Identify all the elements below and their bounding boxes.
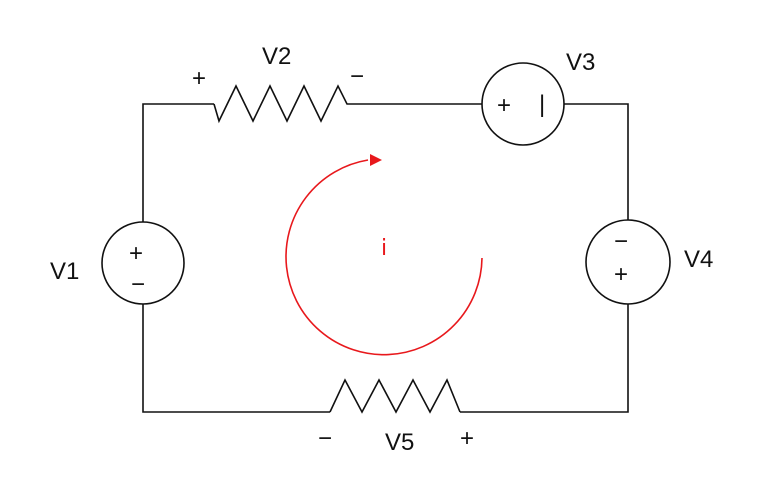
resistor-v2-plus-sign: + [192, 65, 206, 92]
voltage-source-v4-label: V4 [684, 246, 713, 273]
wire-right-bottom [460, 304, 629, 413]
wire-left-bottom [142, 304, 330, 413]
resistor-v2: V2 + − [192, 43, 364, 124]
voltage-source-v1-minus-sign: − [131, 271, 145, 298]
voltage-source-v3-right-sign: | [539, 91, 545, 118]
voltage-source-v1-plus-sign: + [129, 240, 143, 267]
loop-current-arc [285, 159, 483, 356]
voltage-source-v4: − + V4 [585, 219, 713, 305]
wire-left-top [142, 103, 214, 222]
voltage-source-v4-circle [585, 219, 671, 305]
resistor-v5-plus-sign: + [460, 425, 474, 452]
voltage-source-v3: + | V3 [481, 49, 595, 146]
resistor-v5: V5 − + [318, 378, 474, 456]
resistor-v5-zigzag [329, 378, 461, 414]
loop-current-arrowhead-icon [370, 154, 382, 166]
resistor-v5-minus-sign: − [318, 425, 332, 452]
resistor-v2-label: V2 [262, 43, 291, 70]
resistor-v2-minus-sign: − [350, 63, 364, 90]
resistor-v2-zigzag [213, 84, 352, 124]
loop-current-label: i [381, 236, 387, 261]
voltage-source-v1-label: V1 [50, 258, 79, 285]
voltage-source-v3-circle [481, 62, 565, 146]
voltage-source-v4-plus-sign: + [614, 261, 628, 288]
voltage-source-v4-minus-sign: − [614, 228, 628, 255]
circuit-wires [142, 103, 629, 413]
loop-current: i [285, 154, 483, 356]
resistor-v5-label: V5 [385, 429, 414, 456]
voltage-source-v1-circle [101, 221, 185, 305]
voltage-source-v3-plus-sign: + [497, 92, 511, 119]
voltage-source-v3-label: V3 [566, 49, 595, 76]
wire-right-top [564, 103, 629, 220]
voltage-source-v1: + − V1 [50, 221, 185, 305]
